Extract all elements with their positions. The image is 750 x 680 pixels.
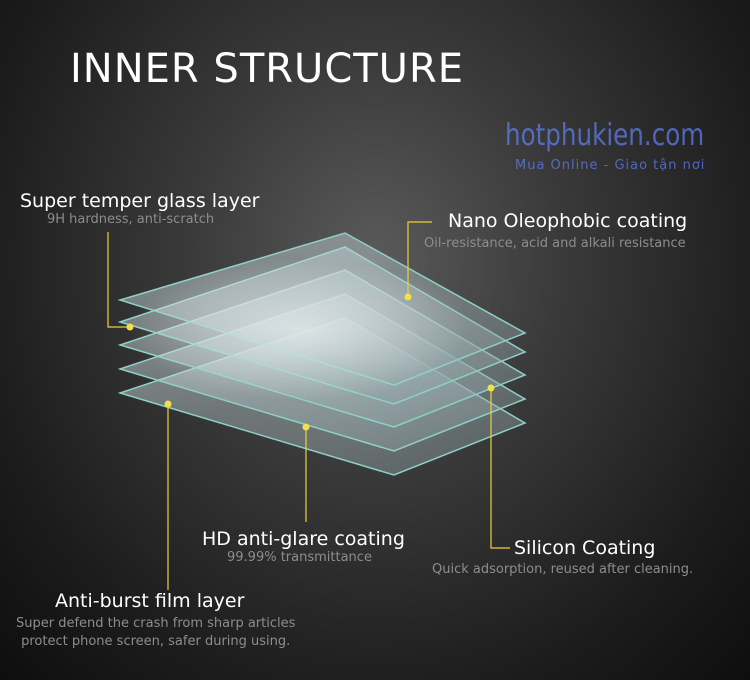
label-nano-desc-wrap: Oil-resistance, acid and alkali resistan… xyxy=(424,236,686,251)
leader-lines xyxy=(107,221,510,590)
dot-super-temper xyxy=(126,323,134,331)
label-super-temper-name: Super temper glass layer xyxy=(20,190,260,212)
label-hd-desc: 99.99% transmittance xyxy=(227,550,372,565)
label-nano-name: Nano Oleophobic coating xyxy=(448,210,688,232)
dot-antiburst xyxy=(164,400,172,408)
label-antiburst-name: Anti-burst film layer xyxy=(55,590,245,612)
label-antiburst-desc-wrap: Super defend the crash from sharp articl… xyxy=(16,616,295,649)
watermark-site: hotphukien.com xyxy=(505,118,705,153)
label-nano-desc: Oil-resistance, acid and alkali resistan… xyxy=(424,236,686,251)
label-hd-name: HD anti-glare coating xyxy=(202,528,405,550)
label-super-temper: Super temper glass layer 9H hardness, an… xyxy=(20,190,259,227)
label-super-temper-desc: 9H hardness, anti-scratch xyxy=(47,212,215,227)
leader-super-temper xyxy=(107,232,130,328)
label-silicon-desc-wrap: Quick adsorption, reused after cleaning. xyxy=(432,562,693,577)
dot-nano xyxy=(404,293,412,301)
dot-hd xyxy=(302,423,310,431)
layer-stack xyxy=(117,232,527,476)
label-silicon: Silicon Coating xyxy=(514,537,655,559)
dot-silicon xyxy=(487,384,495,392)
layer-glow xyxy=(130,260,470,400)
label-nano: Nano Oleophobic coating xyxy=(448,210,687,232)
label-antiburst: Anti-burst film layer xyxy=(55,590,244,612)
label-hd: HD anti-glare coating 99.99% transmittan… xyxy=(202,528,405,565)
label-antiburst-desc: Super defend the crash from sharp articl… xyxy=(16,616,296,631)
watermark-tagline: Mua Online - Giao tận nơi xyxy=(515,158,706,173)
label-antiburst-desc2: protect phone screen, safer during using… xyxy=(21,634,291,649)
page-title: INNER STRUCTURE xyxy=(70,46,465,92)
label-silicon-desc: Quick adsorption, reused after cleaning. xyxy=(432,562,694,577)
label-silicon-name: Silicon Coating xyxy=(514,537,656,559)
leader-nano xyxy=(407,221,432,297)
leader-dots xyxy=(126,293,495,431)
leader-silicon xyxy=(490,388,510,549)
